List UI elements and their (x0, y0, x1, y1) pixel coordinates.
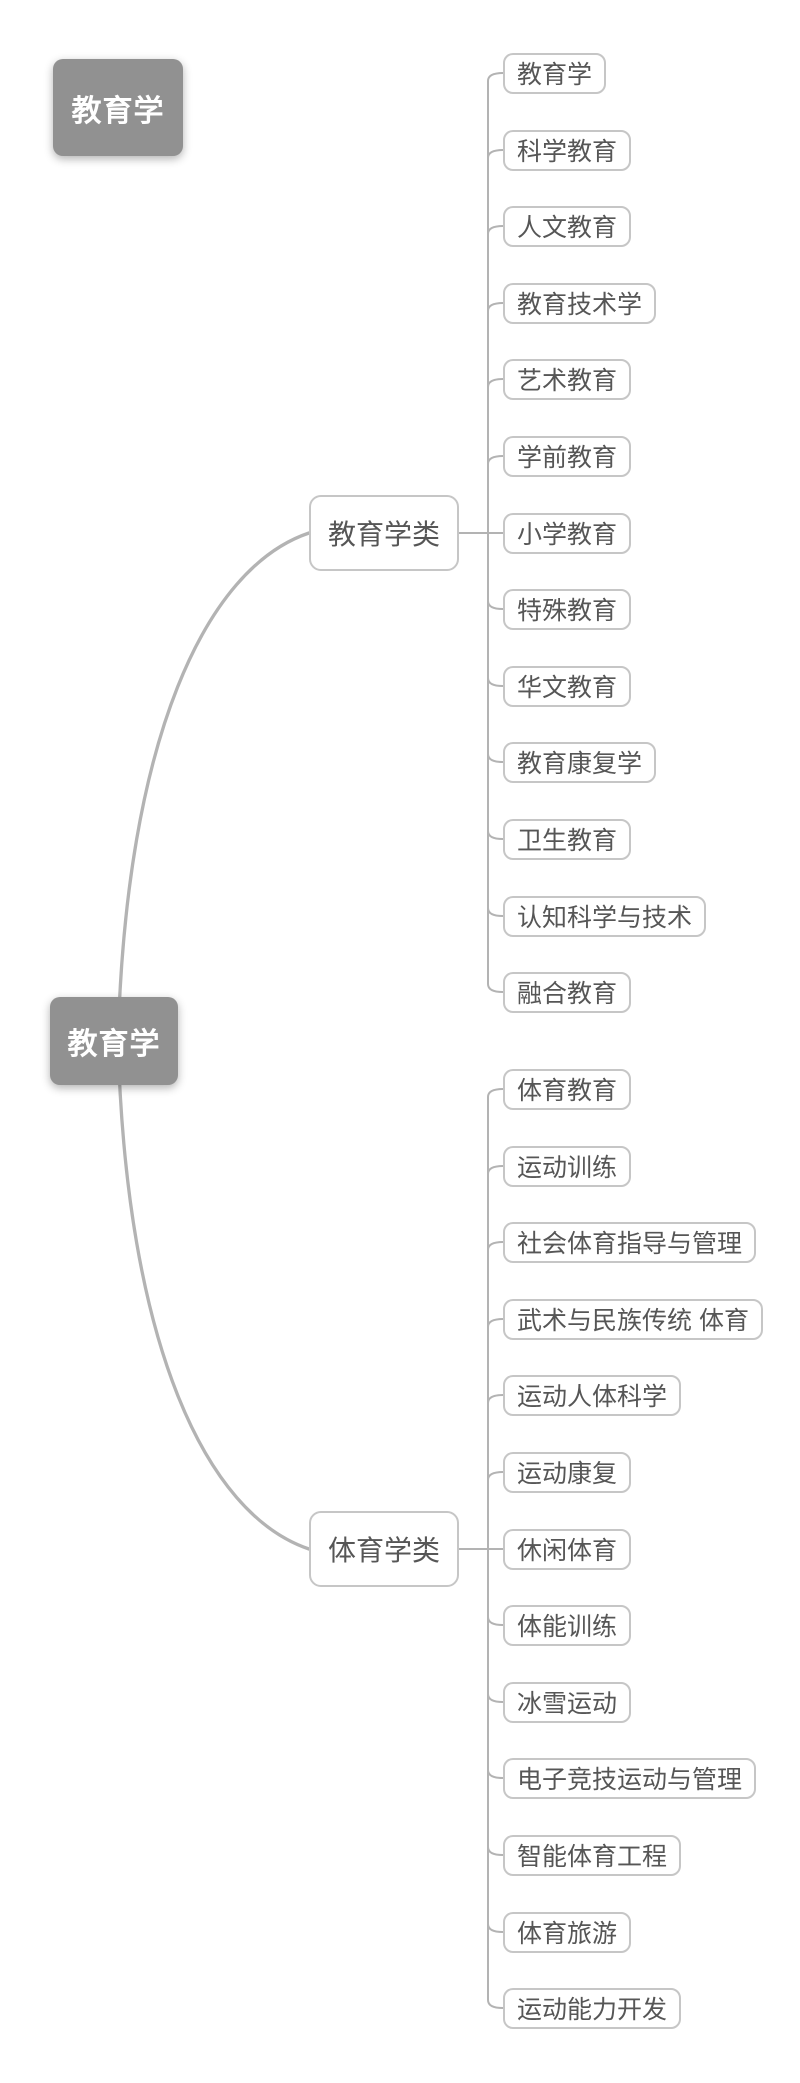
leaf-node: 运动人体科学 (503, 1374, 682, 1416)
leaf-node: 体育教育 (503, 1068, 632, 1110)
title-node-label: 教育学 (71, 94, 165, 128)
root-node: 教育学 (50, 997, 178, 1085)
leaf-node: 休闲体育 (503, 1528, 632, 1570)
leaf-node: 智能体育工程 (503, 1834, 682, 1876)
leaf-node: 认知科学与技术 (503, 895, 707, 937)
leaf-node: 教育康复学 (503, 741, 657, 783)
leaf-node: 教育学 (503, 52, 607, 94)
leaf-node: 武术与民族传统 体育 (503, 1298, 763, 1340)
leaf-node: 体能训练 (503, 1604, 632, 1646)
leaf-node: 社会体育指导与管理 (503, 1221, 757, 1263)
branch-node-label: 体育学类 (327, 1535, 440, 1566)
leaf-node: 小学教育 (503, 512, 632, 554)
branch-node-sports-category: 体育学类 (309, 1511, 459, 1587)
leaf-node: 艺术教育 (503, 358, 632, 400)
leaf-node: 运动训练 (503, 1145, 632, 1187)
leaf-node: 教育技术学 (503, 282, 657, 324)
leaf-node: 特殊教育 (503, 588, 632, 630)
leaf-node: 运动能力开发 (503, 1987, 682, 2029)
branch-node-label: 教育学类 (327, 519, 440, 550)
leaf-node: 卫生教育 (503, 818, 632, 860)
leaf-node: 体育旅游 (503, 1911, 632, 1953)
leaf-node: 科学教育 (503, 129, 632, 171)
leaf-node: 华文教育 (503, 665, 632, 707)
leaf-node: 电子竞技运动与管理 (503, 1757, 757, 1799)
title-node: 教育学 (53, 59, 183, 156)
root-node-label: 教育学 (67, 1028, 161, 1061)
leaf-node: 运动康复 (503, 1451, 632, 1493)
leaf-node: 学前教育 (503, 435, 632, 477)
leaf-node: 冰雪运动 (503, 1681, 632, 1723)
leaf-node: 人文教育 (503, 205, 632, 247)
branch-node-education-category: 教育学类 (309, 495, 459, 571)
leaf-node: 融合教育 (503, 971, 632, 1013)
